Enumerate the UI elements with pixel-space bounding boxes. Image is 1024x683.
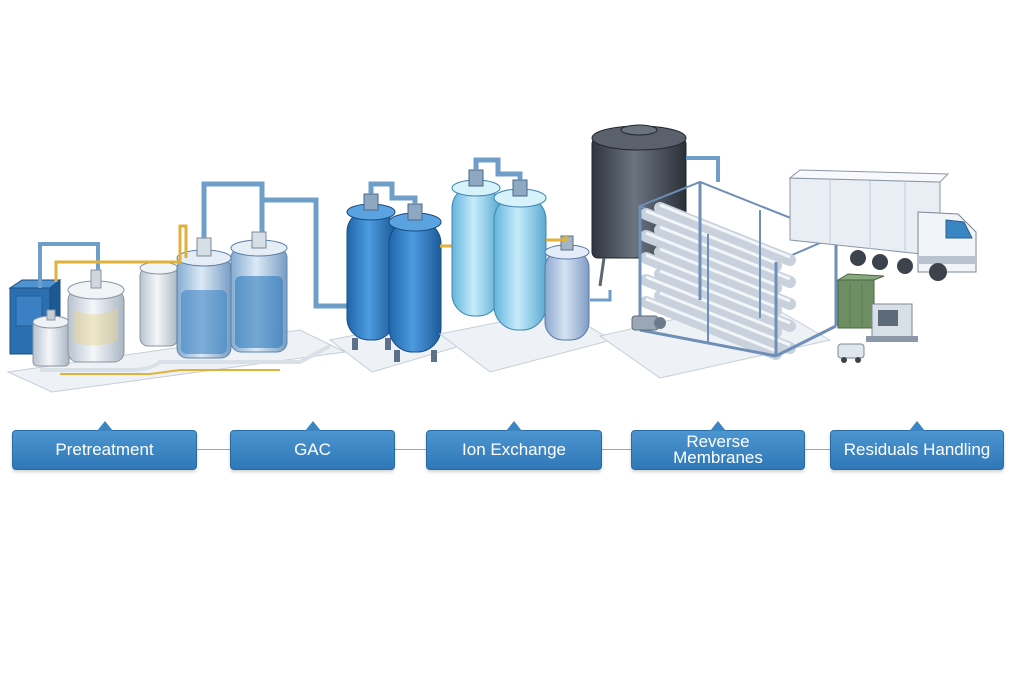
gac-vessel-2 xyxy=(388,203,442,362)
ix-regeneration-vessel xyxy=(544,235,590,341)
pipe xyxy=(54,224,188,282)
stage-label: GAC xyxy=(294,440,331,459)
membrane-vessel xyxy=(640,208,782,272)
stage-ion-exchange: Ion Exchange xyxy=(426,421,602,470)
membrane-vessel xyxy=(654,246,796,310)
membrane-vessel xyxy=(654,290,796,354)
membrane-vessel xyxy=(640,296,782,360)
ix-vessel-1 xyxy=(451,169,501,317)
waste-container xyxy=(836,273,885,329)
membrane-vessel-highlight xyxy=(659,203,791,259)
multimedia-filter-1 xyxy=(176,237,232,359)
membrane-vessel xyxy=(654,268,796,332)
membrane-vessel xyxy=(654,202,796,266)
membrane-vessel-highlight xyxy=(659,291,791,347)
membrane-vessel xyxy=(640,230,782,294)
stage-label: Residuals Handling xyxy=(843,440,991,459)
membrane-vessel xyxy=(640,274,782,338)
membrane-vessel-highlight xyxy=(645,253,777,309)
membrane-vessel-highlight xyxy=(645,209,777,265)
utility-vehicle xyxy=(837,343,865,363)
gac-skid xyxy=(328,181,462,373)
stage-residuals-handling: Residuals Handling xyxy=(830,421,1004,470)
pipe xyxy=(38,242,100,288)
stage-gac: GAC xyxy=(230,421,395,470)
gac-vessel-1 xyxy=(346,193,396,350)
membrane-vessel-highlight xyxy=(659,225,791,281)
membrane-vessel xyxy=(640,252,782,316)
membrane-rack xyxy=(637,180,839,360)
pump xyxy=(631,315,666,331)
ix-vessel-2 xyxy=(493,179,547,331)
membrane-vessel-highlight xyxy=(645,275,777,331)
settling-column xyxy=(139,261,179,347)
tanker-truck xyxy=(788,169,977,281)
ion-exchange-skid xyxy=(438,157,614,373)
pipe xyxy=(262,197,350,309)
membrane-vessel-highlight xyxy=(659,247,791,303)
pipe xyxy=(201,181,265,238)
membrane-system xyxy=(591,124,839,379)
membrane-vessel-highlight xyxy=(645,297,777,353)
dewatering-unit xyxy=(866,303,918,342)
stage-label: Ion Exchange xyxy=(462,440,566,459)
stage-label: Pretreatment xyxy=(55,440,154,459)
mixing-tank xyxy=(67,269,125,363)
stage-pretreatment: Pretreatment xyxy=(12,421,197,470)
residuals-area xyxy=(788,169,977,363)
membrane-vessel-highlight xyxy=(645,231,777,287)
stage-reverse-membranes: Reverse Membranes xyxy=(631,421,805,470)
multimedia-filter-2 xyxy=(230,231,288,353)
pretreatment-skid xyxy=(6,181,350,393)
membrane-vessel-highlight xyxy=(659,269,791,325)
chemical-feed-tank xyxy=(32,309,70,367)
stage-label: Reverse Membranes xyxy=(673,432,763,467)
membrane-vessel xyxy=(654,224,796,288)
